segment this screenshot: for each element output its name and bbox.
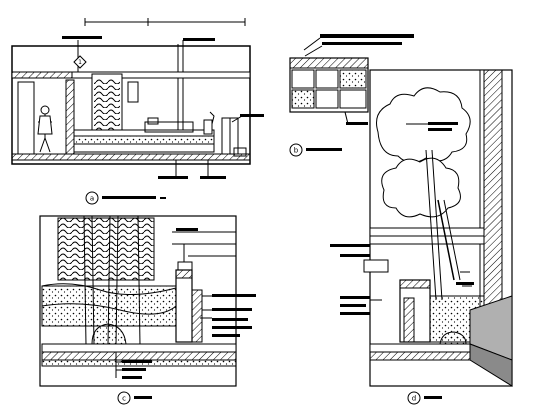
drawing-d-section: d xyxy=(330,69,513,405)
svg-text:1: 1 xyxy=(78,59,82,66)
drawing-c-marker: c xyxy=(122,395,126,403)
drawing-a-elevation: 1 xyxy=(11,18,264,205)
drawing-b-detail: b xyxy=(289,34,414,157)
human-figure xyxy=(37,105,53,153)
drawing-c-section: c xyxy=(39,215,256,405)
drawing-d-marker: d xyxy=(412,395,416,403)
leader-labels-d xyxy=(330,244,382,315)
drawing-d-caption: d xyxy=(407,391,442,405)
drawing-c-caption: c xyxy=(117,391,152,405)
shrub xyxy=(91,323,127,345)
leader-labels-c-bottom xyxy=(115,352,152,379)
tree xyxy=(376,87,471,301)
leader-labels-c xyxy=(200,294,256,337)
drawing-a-caption: a xyxy=(85,191,166,205)
drawing-b-caption: b xyxy=(289,143,342,157)
drawing-b-marker: b xyxy=(294,147,299,155)
drawing-a-marker: a xyxy=(90,195,94,203)
